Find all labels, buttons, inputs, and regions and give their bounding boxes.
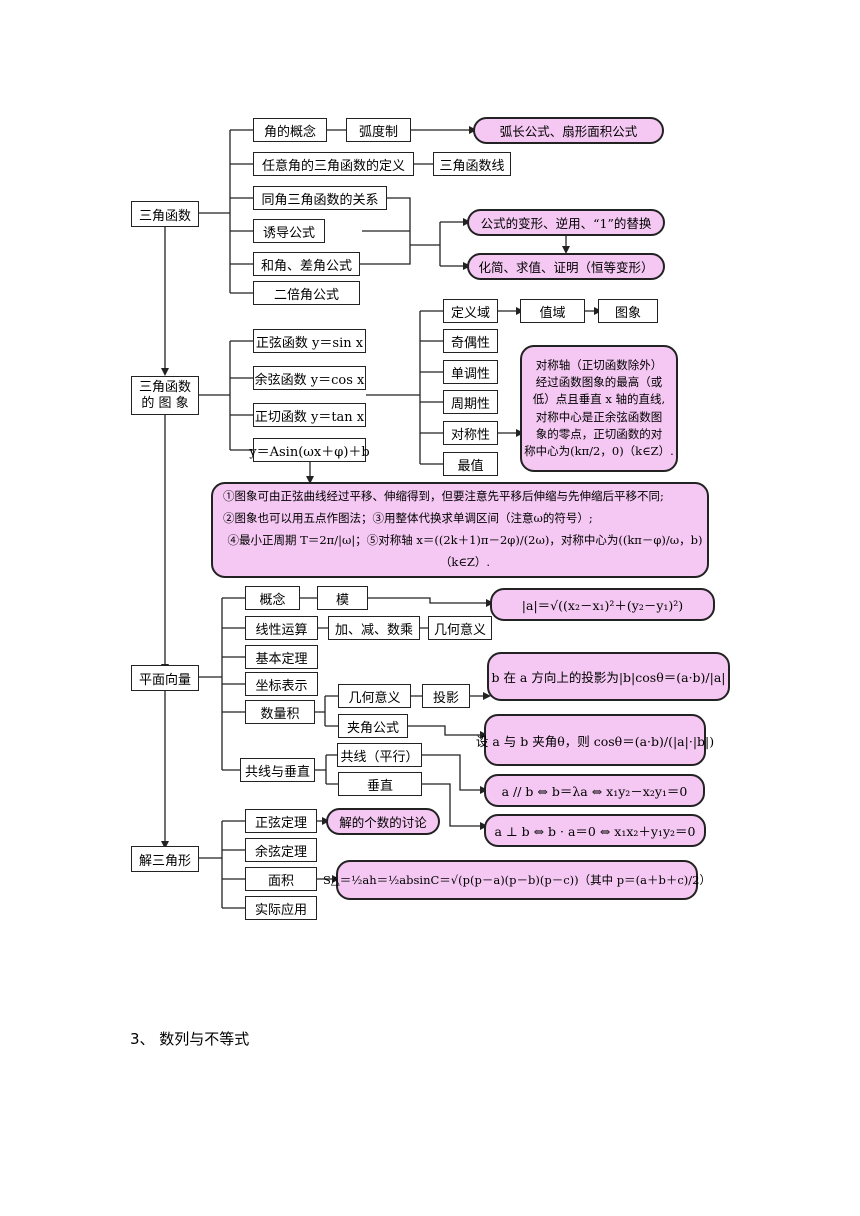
double-angle-box: 二倍角公式 — [253, 281, 360, 305]
period-box: 周期性 — [443, 390, 498, 414]
tangent-box: 正切函数 y＝tan x — [253, 403, 366, 427]
sine-law-note: 解的个数的讨论 — [326, 808, 440, 835]
symmetry-note: 对称轴（正切函数除外） 经过函数图象的最高（或 低）点且垂直 x 轴的直线, 对… — [520, 345, 678, 472]
section-heading: 3、 数列与不等式 — [130, 1030, 250, 1048]
sine-law-box: 正弦定理 — [245, 809, 317, 833]
collinear-box: 共线（平行） — [337, 743, 422, 767]
transform-note: 公式的变形、逆用、“1”的替换 — [467, 209, 665, 236]
cosine-law-box: 余弦定理 — [245, 838, 317, 862]
coord-box: 坐标表示 — [245, 672, 318, 696]
parity-box: 奇偶性 — [443, 329, 498, 353]
sym-note-line: 称中心为(kπ/2，0)（k∈Z）. — [524, 444, 674, 458]
symmetry-box: 对称性 — [443, 421, 498, 445]
same-angle-box: 同角三角函数的关系 — [253, 186, 387, 210]
perp-box: 垂直 — [338, 772, 422, 796]
geo-meaning2-box: 几何意义 — [338, 684, 411, 708]
sum-diff-box: 和角、差角公式 — [253, 252, 360, 276]
concept-box: 概念 — [245, 586, 300, 610]
monotone-box: 单调性 — [443, 360, 498, 384]
projection-box: 投影 — [422, 684, 470, 708]
domain-box: 定义域 — [443, 299, 498, 323]
application-box: 实际应用 — [245, 896, 317, 920]
sym-note-line: 经过函数图象的最高（或 — [535, 375, 663, 389]
projection-formula-note: b 在 a 方向上的投影为|b|cosθ＝(a·b)/|a| — [487, 652, 730, 701]
trig-line-box: 三角函数线 — [433, 152, 511, 176]
range-box: 值域 — [520, 299, 585, 323]
any-angle-def-box: 任意角的三角函数的定义 — [253, 152, 414, 176]
big-note-line: ②图象也可以用五点作图法；③用整体代换求单调区间（注意ω的符号）; — [223, 511, 593, 526]
modulus-formula-note: |a|＝√((x₂－x₁)²＋(y₂－y₁)²) — [490, 588, 715, 621]
big-note-line: ①图象可由正弦曲线经过平移、伸缩得到，但要注意先平移后伸缩与先伸缩后平移不同; — [223, 489, 664, 504]
connector-lines — [161, 126, 602, 909]
extreme-box: 最值 — [443, 452, 498, 476]
trig-title: 三角函数 — [131, 201, 199, 227]
basic-theorem-box: 基本定理 — [245, 645, 318, 669]
dot-product-box: 数量积 — [245, 700, 315, 724]
sym-note-line: 对称中心是正余弦函数图 — [535, 409, 663, 424]
sine-box: 正弦函数 y＝sin x — [253, 329, 366, 353]
image-box: 图象 — [598, 299, 658, 323]
geo-meaning-box: 几何意义 — [428, 616, 492, 640]
perp-formula-note: a ⊥ b ⇔ b · a＝0 ⇔ x₁x₂＋y₁y₂＝0 — [484, 814, 706, 847]
graph-title: 三角函数 的 图 象 — [131, 376, 199, 415]
angle-formula-box: 夹角公式 — [338, 714, 408, 738]
big-note-line: ④最小正周期 T＝2π/|ω|；⑤对称轴 x＝((2k＋1)π－2φ)/(2ω)… — [227, 533, 703, 569]
angle-concept-box: 角的概念 — [253, 118, 327, 142]
radian-box: 弧度制 — [346, 118, 411, 142]
cosine-box: 余弦函数 y＝cos x — [253, 366, 366, 390]
angle-formula-note: 设 a 与 b 夹角θ，则 cosθ＝(a·b)/(|a|·|b|) — [476, 714, 714, 766]
area-box: 面积 — [245, 867, 317, 891]
graph-properties-note: ①图象可由正弦曲线经过平移、伸缩得到，但要注意先平移后伸缩与先伸缩后平移不同; … — [211, 482, 709, 578]
triangle-title: 解三角形 — [131, 846, 199, 872]
add-sub-mul-box: 加、减、数乘 — [328, 616, 420, 640]
sym-note-line: 对称轴（正切函数除外） — [535, 357, 663, 372]
parallel-formula-note: a // b ⇔ b＝λa ⇔ x₁y₂－x₂y₁＝0 — [484, 774, 705, 807]
sym-note-line: 低）点且垂直 x 轴的直线, — [532, 392, 666, 407]
graph-title-line1: 三角函数 — [138, 379, 191, 395]
area-formula-note: S△＝½ah＝½absinC＝√(p(p－a)(p－b)(p－c))（其中 p＝… — [323, 860, 711, 900]
collinear-perp-box: 共线与垂直 — [240, 758, 315, 782]
arc-formula-note: 弧长公式、扇形面积公式 — [473, 117, 664, 144]
modulus-box: 模 — [317, 586, 368, 610]
general-sine-box: y＝Asin(ωx＋φ)＋b — [249, 438, 370, 462]
simplify-note: 化简、求值、证明（恒等变形） — [467, 253, 665, 280]
induction-box: 诱导公式 — [253, 219, 325, 243]
graph-title-line2: 的 图 象 — [141, 395, 189, 411]
sym-note-line: 象的零点，正切函数的对 — [535, 426, 663, 441]
linear-op-box: 线性运算 — [245, 616, 318, 640]
vector-title: 平面向量 — [131, 665, 199, 691]
